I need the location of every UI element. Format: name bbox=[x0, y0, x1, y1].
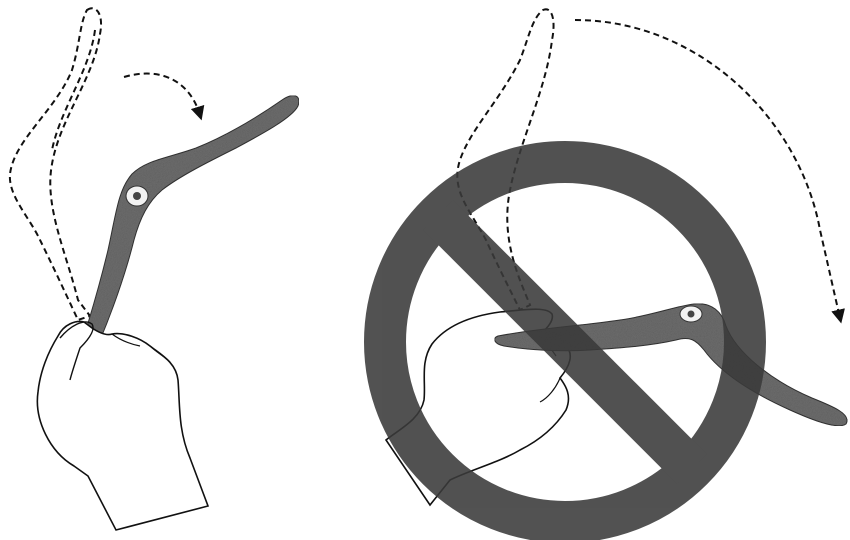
left-panel-correct-grip bbox=[10, 8, 299, 530]
left-rotation-arrow bbox=[124, 74, 200, 115]
right-panel-incorrect-grip bbox=[385, 9, 847, 522]
right-logo-mark bbox=[688, 311, 695, 318]
left-logo-mark bbox=[133, 192, 141, 200]
left-swing-ghost-outline bbox=[10, 8, 101, 320]
left-hand-outline bbox=[37, 322, 208, 530]
left-swing-ghost-inner bbox=[52, 30, 95, 150]
